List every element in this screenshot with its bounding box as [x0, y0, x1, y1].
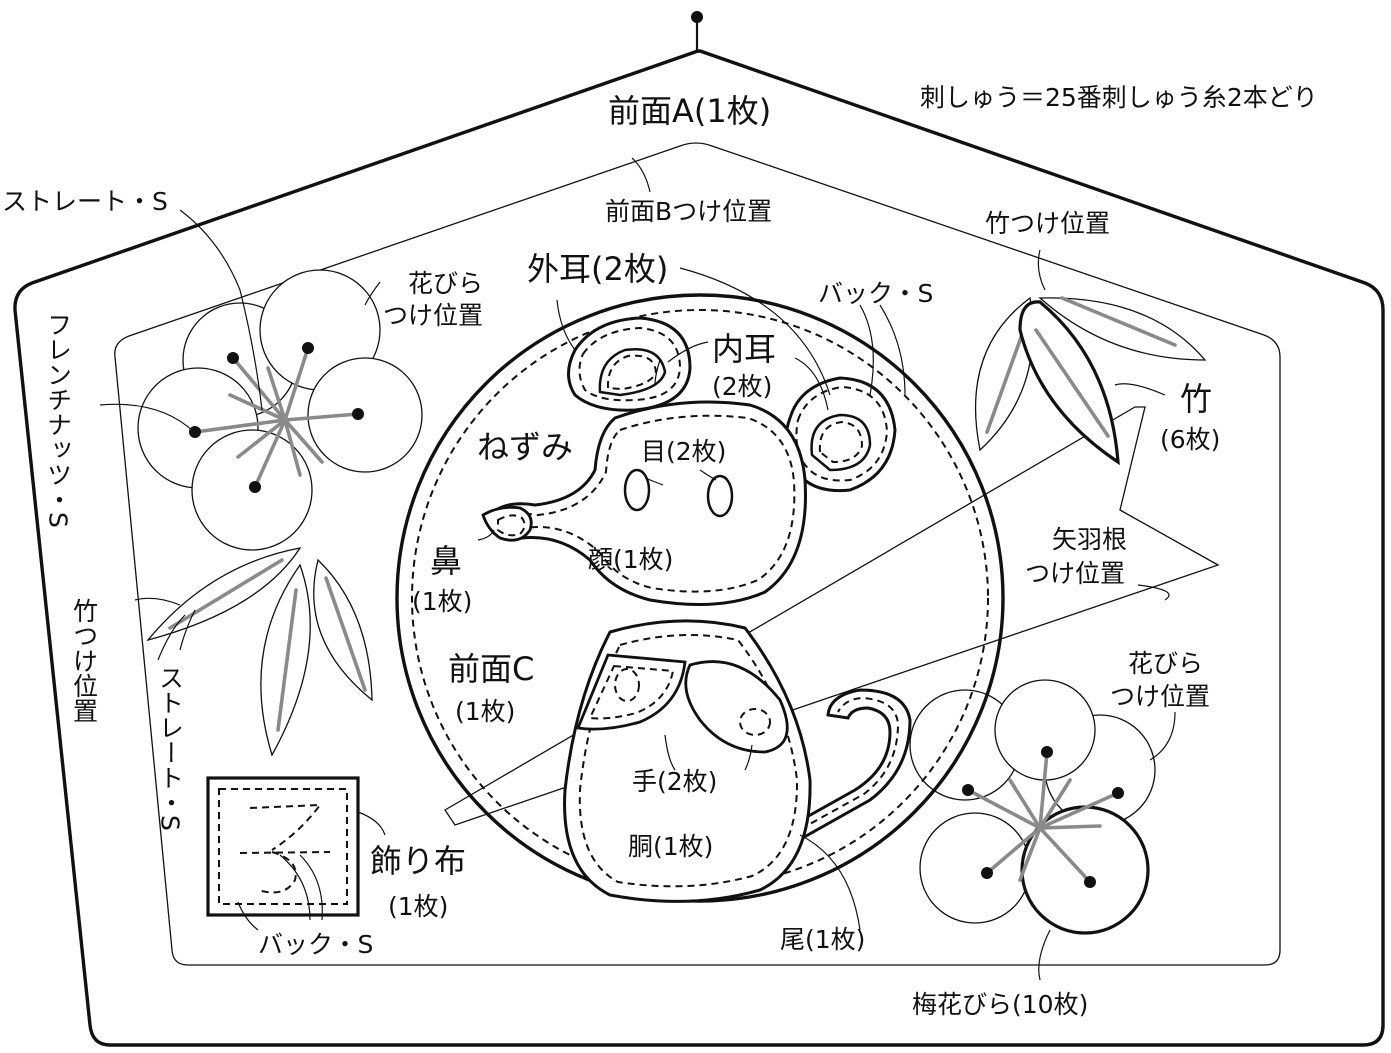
mouse-ears — [567, 316, 897, 493]
bamboo-leaves-left — [146, 547, 373, 757]
mouse-hands — [576, 653, 789, 754]
mouse-label: ねずみ — [477, 428, 573, 466]
deco-cloth-label-a: 飾り布 — [370, 842, 466, 880]
french-knot-label: フレンチナッツ・S — [44, 312, 73, 528]
back-stitch-label-1: バック・S — [818, 279, 933, 308]
petal-position-label-2b: つけ位置 — [1110, 682, 1210, 711]
nose-label-a: 鼻 — [430, 542, 462, 580]
deco-cloth-label-b: (1枚) — [388, 892, 448, 921]
decorative-cloth — [206, 776, 360, 917]
arrow-feather-band — [444, 406, 1220, 826]
back-stitch-label-2: バック・S — [258, 930, 373, 959]
petal-position-label-1a: 花びら — [408, 269, 483, 298]
body-label: 胴(1枚) — [628, 832, 713, 861]
inner-ear-label-b: (2枚) — [712, 372, 772, 401]
face-label: 顔(1枚) — [588, 545, 673, 574]
eye-label: 目(2枚) — [641, 437, 726, 466]
tail-label: 尾(1枚) — [780, 925, 865, 954]
plum-petal-label: 梅花びら(10枚) — [912, 990, 1088, 1019]
front-b-position-label: 前面Bつけ位置 — [605, 197, 772, 226]
hand-label: 手(2枚) — [632, 767, 717, 796]
plum-flower-upper-left — [137, 269, 423, 551]
front-b-position-line — [114, 142, 1281, 966]
front-c-label-a: 前面C — [448, 650, 534, 688]
hanger-dot — [691, 11, 703, 23]
bamboo-position-label-1: 竹つけ位置 — [985, 209, 1110, 238]
bamboo-label-b: (6枚) — [1160, 425, 1220, 454]
front-a-outline — [13, 49, 1385, 1047]
plum-flower-lower-right — [909, 679, 1156, 935]
bamboo-leaves-right — [974, 296, 1207, 466]
straight-stitch-label-2: ストレート・S — [156, 665, 185, 831]
note-label: 刺しゅう＝25番刺しゅう糸2本どり — [920, 83, 1318, 112]
outer-ear-label: 外耳(2枚) — [527, 250, 668, 288]
arrow-position-label-a: 矢羽根 — [1052, 525, 1127, 554]
leader-lines — [99, 157, 1176, 981]
front-c-label-b: (1枚) — [455, 697, 515, 726]
nose-label-b: (1枚) — [412, 587, 472, 616]
inner-ear-label-a: 内耳 — [712, 330, 776, 368]
petal-position-label-2a: 花びら — [1128, 649, 1203, 678]
mouse-face — [481, 400, 807, 606]
bamboo-position-label-2: 竹つけ位置 — [70, 598, 99, 723]
arrow-position-label-b: つけ位置 — [1025, 559, 1125, 588]
bamboo-label-a: 竹 — [1180, 380, 1212, 418]
petal-position-label-1b: つけ位置 — [383, 301, 483, 330]
front-a-label: 前面A(1枚) — [608, 92, 771, 130]
straight-stitch-label-1: ストレート・S — [2, 187, 168, 216]
